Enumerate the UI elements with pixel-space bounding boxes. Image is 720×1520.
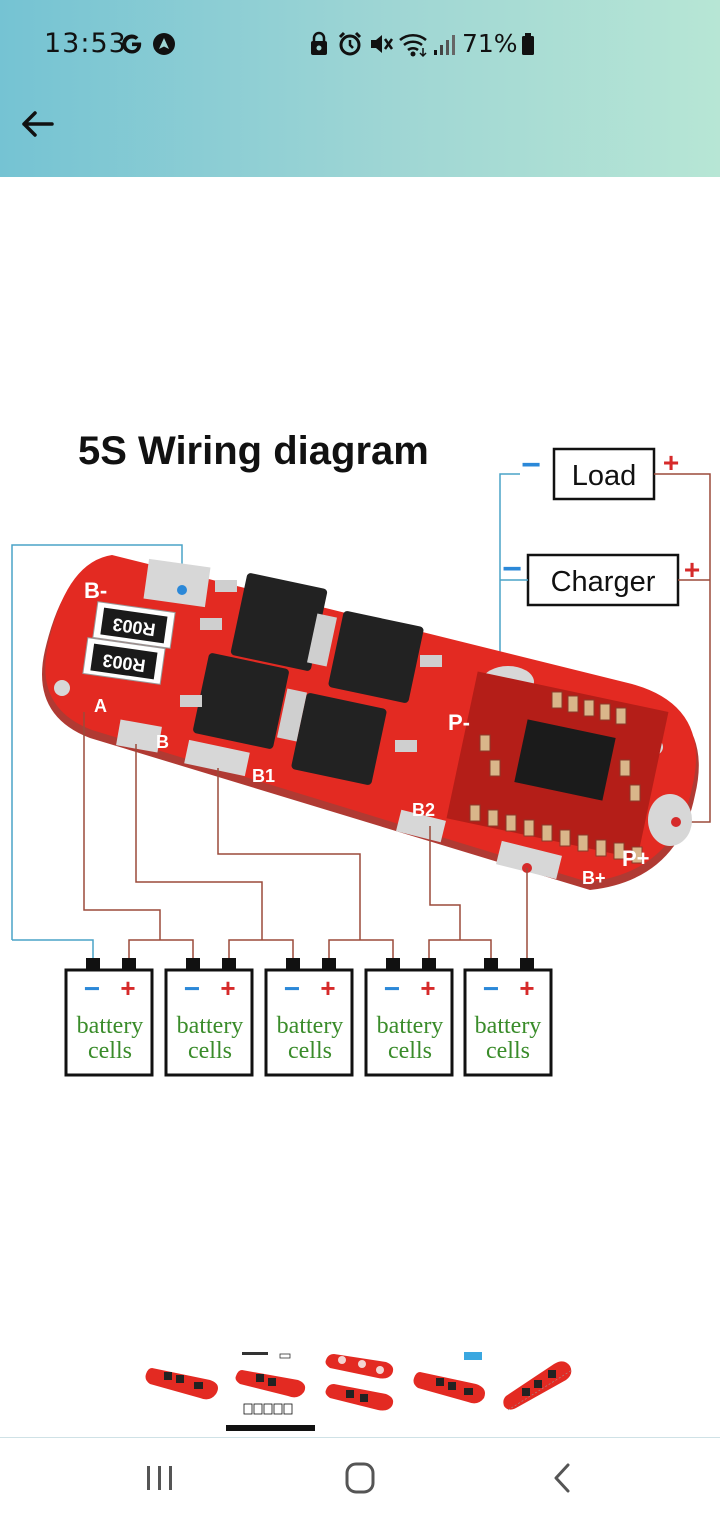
battery-cell-3: − + battery cells xyxy=(264,958,354,1077)
load-minus-sign: − xyxy=(521,446,541,484)
bms-board: R003 R003 xyxy=(42,555,699,890)
battery-cell-4: − + battery cells xyxy=(364,958,454,1077)
svg-text:+: + xyxy=(220,973,235,1003)
battery-percent: 71% xyxy=(462,29,518,58)
battery-cell-1: − + battery cells xyxy=(64,958,154,1077)
load-label: Load xyxy=(572,460,637,492)
label-p-plus: P+ xyxy=(622,846,650,871)
svg-text:+: + xyxy=(420,973,435,1003)
label-b-plus: B+ xyxy=(582,868,606,888)
nav-divider xyxy=(0,1437,720,1438)
diagram-title: 5S Wiring diagram xyxy=(78,429,429,473)
thumbnail-3[interactable] xyxy=(320,1346,400,1418)
battery-cells: − + battery cells − + battery cells − + … xyxy=(64,958,553,1077)
svg-text:battery: battery xyxy=(77,1013,144,1039)
label-b2: B2 xyxy=(412,800,435,820)
recents-icon[interactable] xyxy=(130,1456,190,1502)
label-a: A xyxy=(94,696,107,716)
battery-cell-2: − + battery cells xyxy=(164,958,254,1077)
label-p-minus: P- xyxy=(448,710,470,735)
svg-text:−: − xyxy=(384,973,400,1004)
thumbnail-1[interactable] xyxy=(142,1346,222,1418)
wifi-icon xyxy=(399,33,427,58)
wiring-diagram: 5S Wiring diagram Load − + Charger − + xyxy=(11,429,711,1077)
product-image[interactable]: 5S Wiring diagram Load − + Charger − + xyxy=(0,177,720,1337)
app-header: 13:53 xyxy=(0,0,720,177)
svg-text:−: − xyxy=(483,973,499,1004)
battery-cell-5: − + battery cells xyxy=(463,958,553,1077)
battery-icon xyxy=(522,33,534,55)
svg-text:+: + xyxy=(519,973,534,1003)
back-arrow-icon[interactable] xyxy=(14,100,62,148)
load-box xyxy=(552,447,656,501)
navigation-icon xyxy=(153,33,175,55)
status-bar: 13:53 xyxy=(0,0,720,90)
google-icon xyxy=(122,34,142,54)
svg-text:cells: cells xyxy=(188,1038,232,1064)
svg-text:cells: cells xyxy=(88,1038,132,1064)
selected-thumbnail-indicator xyxy=(226,1425,315,1431)
svg-text:+: + xyxy=(120,973,135,1003)
svg-text:−: − xyxy=(84,973,100,1004)
svg-text:battery: battery xyxy=(177,1013,244,1039)
svg-text:+: + xyxy=(320,973,335,1003)
svg-text:battery: battery xyxy=(377,1013,444,1039)
svg-text:cells: cells xyxy=(388,1038,432,1064)
mute-icon xyxy=(371,35,394,53)
svg-text:cells: cells xyxy=(288,1038,332,1064)
svg-text:−: − xyxy=(284,973,300,1004)
charger-label: Charger xyxy=(551,566,656,598)
home-icon[interactable] xyxy=(330,1456,390,1502)
label-b-minus: B- xyxy=(84,578,107,603)
charger-minus-sign: − xyxy=(502,550,522,588)
thumbnail-strip xyxy=(0,1342,720,1437)
alarm-icon xyxy=(338,31,362,56)
svg-text:battery: battery xyxy=(475,1013,542,1039)
svg-text:−: − xyxy=(184,973,200,1004)
charger-plus-sign: + xyxy=(684,554,700,585)
navigation-bar xyxy=(0,1438,720,1520)
label-b: B xyxy=(156,732,169,752)
svg-text:battery: battery xyxy=(277,1013,344,1039)
signal-icon xyxy=(434,35,455,55)
thumbnail-2[interactable] xyxy=(232,1346,312,1418)
label-b1: B1 xyxy=(252,766,275,786)
back-chevron-icon[interactable] xyxy=(532,1456,592,1502)
status-time: 13:53 xyxy=(44,28,127,59)
load-plus-sign: + xyxy=(663,447,679,478)
lock-icon xyxy=(311,31,327,55)
thumbnail-4[interactable] xyxy=(410,1346,490,1418)
thumbnail-5[interactable] xyxy=(498,1346,578,1418)
balance-wires xyxy=(12,712,528,960)
svg-text:cells: cells xyxy=(486,1038,530,1064)
